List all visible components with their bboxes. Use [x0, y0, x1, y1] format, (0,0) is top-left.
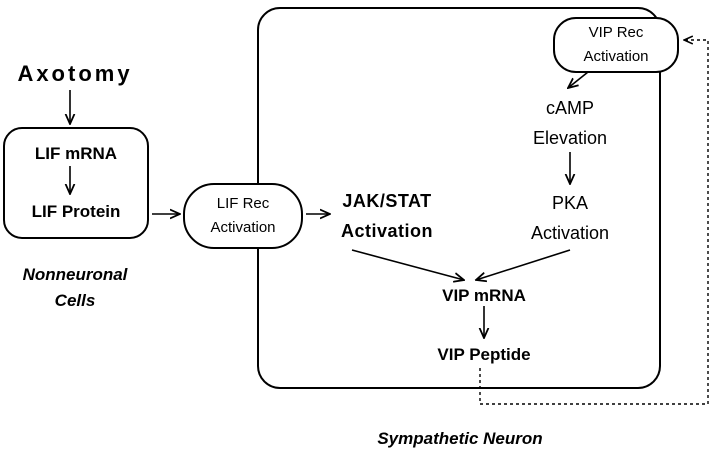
arrow-pka-to-vip-mrna: [476, 249, 571, 280]
pka-line2: Activation: [530, 223, 610, 243]
camp-line1: cAMP: [545, 98, 594, 118]
vip-rec-box: [553, 17, 679, 73]
jak-stat-line1: JAK/STAT: [342, 191, 432, 211]
sympathetic-neuron-label: Sympathetic Neuron: [377, 429, 543, 448]
lif-rec-line1: LIF Rec: [216, 195, 270, 212]
nonneuronal-line1: Nonneuronal: [22, 265, 128, 284]
axotomy-label: Axotomy: [17, 61, 133, 86]
lif-box: [3, 127, 149, 239]
lif-mrna-label: LIF mRNA: [34, 144, 118, 163]
jak-stat-label: JAK/STAT Activation: [326, 186, 448, 246]
nonneuronal-cells-label: Nonneuronal Cells: [0, 262, 150, 314]
vip-rec-label: VIP Rec Activation: [554, 21, 678, 69]
lif-protein-label: LIF Protein: [31, 202, 121, 221]
vip-mrna-label: VIP mRNA: [442, 286, 526, 305]
dashed-feedback-arrow: [479, 40, 709, 405]
camp-elevation-label: cAMP Elevation: [510, 93, 630, 153]
lif-rec-box: [183, 183, 303, 249]
lif-rec-label: LIF Rec Activation: [184, 192, 302, 240]
vip-peptide-label: VIP Peptide: [437, 345, 531, 364]
nonneuronal-line2: Cells: [54, 291, 96, 310]
camp-line2: Elevation: [532, 128, 608, 148]
vip-rec-line2: Activation: [583, 48, 649, 65]
arrow-jakstat-to-vip-mrna: [351, 249, 464, 280]
pka-line1: PKA: [551, 193, 589, 213]
lif-rec-line2: Activation: [210, 219, 276, 236]
jak-stat-line2: Activation: [340, 221, 433, 241]
pka-activation-label: PKA Activation: [505, 188, 635, 248]
arrow-vip-rec-to-camp: [568, 71, 589, 88]
vip-rec-line1: VIP Rec: [588, 24, 644, 41]
